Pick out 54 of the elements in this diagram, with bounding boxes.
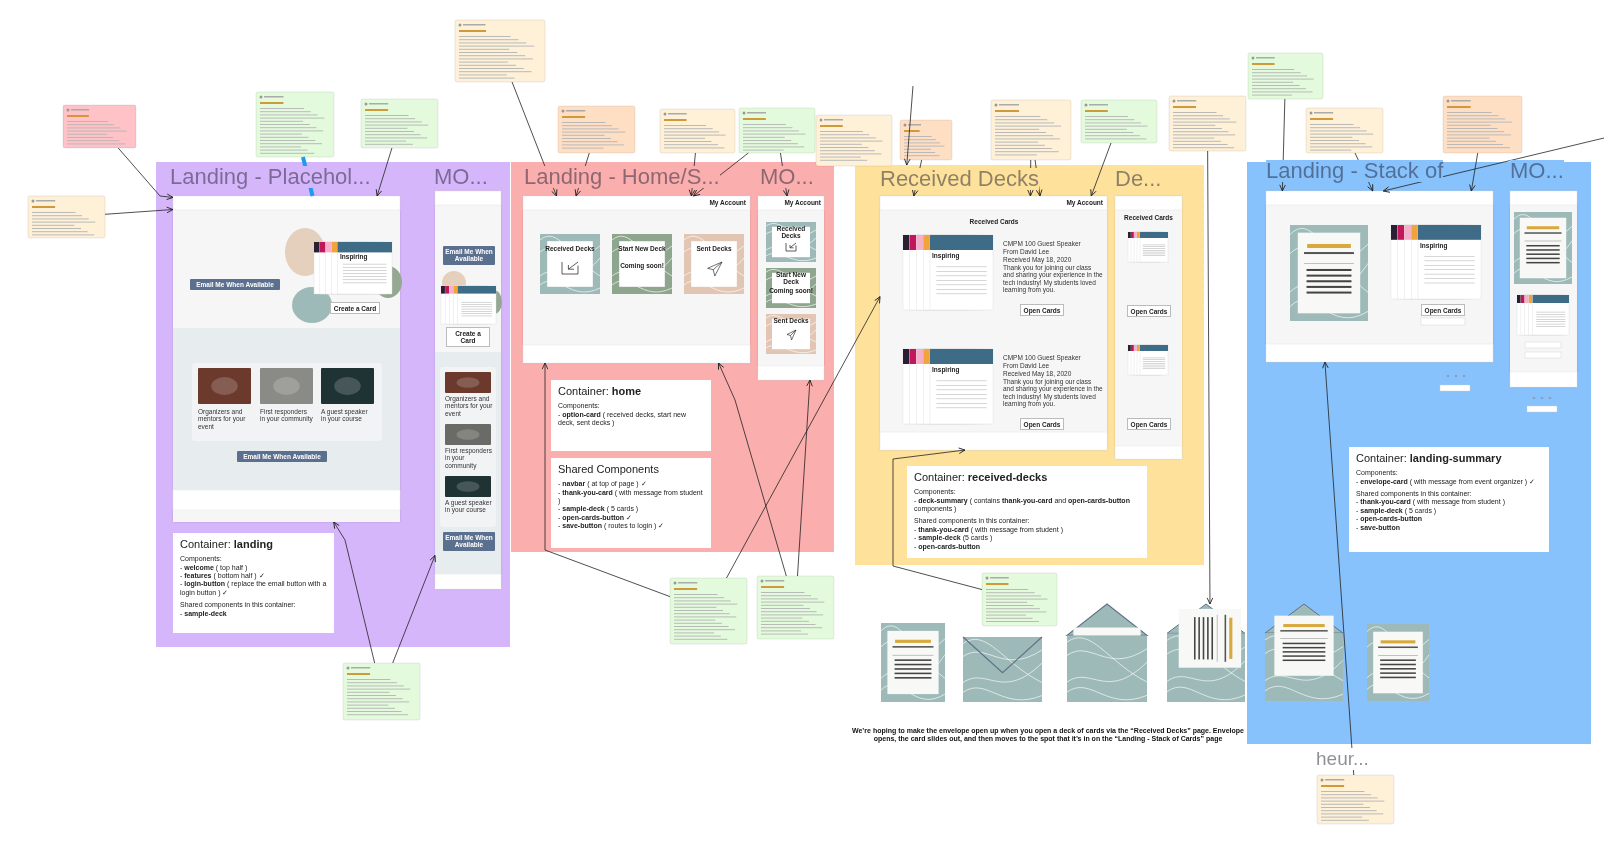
- sticky-note: [739, 108, 815, 153]
- frame-title: Landing - Placehol...: [170, 166, 371, 188]
- note-card: [1349, 447, 1549, 552]
- note-card: [907, 466, 1147, 558]
- sticky-note: [343, 663, 420, 720]
- sticky-note: [455, 20, 545, 82]
- frame-title: MO...: [760, 166, 814, 188]
- card-drawing: [881, 623, 945, 702]
- frame-title: Received Decks: [880, 168, 1039, 190]
- sticky-note: [28, 196, 105, 238]
- app-screen-drawing: [1510, 191, 1577, 387]
- envelope-drawing: [963, 637, 1042, 702]
- sticky-note: [1169, 96, 1246, 151]
- card-heading: Container: landing: [180, 538, 274, 552]
- app-screen-drawing: [880, 196, 1107, 450]
- sticky-note: [1443, 96, 1522, 153]
- sticky-note: [982, 573, 1057, 626]
- note-card: [551, 380, 711, 451]
- card-heading: Container: home: [558, 385, 643, 399]
- sticky-note: [558, 106, 635, 153]
- sticky-note: [1081, 100, 1157, 143]
- frame-title: Landing - Home/S...: [524, 166, 720, 188]
- card-heading: Container: landing-summary: [1356, 452, 1503, 466]
- card-heading: Container: received-decks: [914, 471, 1049, 485]
- frame-section: [1247, 162, 1591, 744]
- app-screen-drawing: [523, 196, 750, 363]
- sticky-note: [900, 120, 952, 160]
- card-drawing: [1367, 624, 1429, 701]
- note-card: [551, 458, 711, 548]
- app-screen-drawing: [1115, 196, 1182, 459]
- sticky-note: [1306, 108, 1383, 153]
- card-heading: Shared Components: [558, 463, 660, 477]
- app-screen-drawing: [435, 191, 501, 589]
- frame-title: Landing - Stack of: [1266, 160, 1444, 182]
- app-screen-drawing: [173, 196, 400, 522]
- app-screen-drawing: [1266, 191, 1493, 362]
- frame-section: [855, 165, 1204, 565]
- envelope-drawing: [1167, 604, 1245, 702]
- frame-section: [156, 162, 510, 647]
- frame-section: [511, 162, 834, 552]
- sticky-note: [991, 100, 1071, 160]
- envelope-drawing: [1265, 604, 1343, 701]
- sticky-note: [361, 99, 438, 148]
- sticky-note: [63, 105, 136, 148]
- sticky-note: [670, 578, 747, 644]
- app-screen-drawing: [758, 196, 824, 380]
- sticky-note: [757, 576, 834, 639]
- envelope-drawing: [1067, 604, 1147, 702]
- sticky-note: [1248, 53, 1323, 99]
- sticky-note: [660, 109, 735, 153]
- note-card: [173, 533, 334, 633]
- sticky-note: [816, 115, 892, 166]
- sticky-note: [1317, 775, 1394, 824]
- sticky-note: [256, 92, 334, 157]
